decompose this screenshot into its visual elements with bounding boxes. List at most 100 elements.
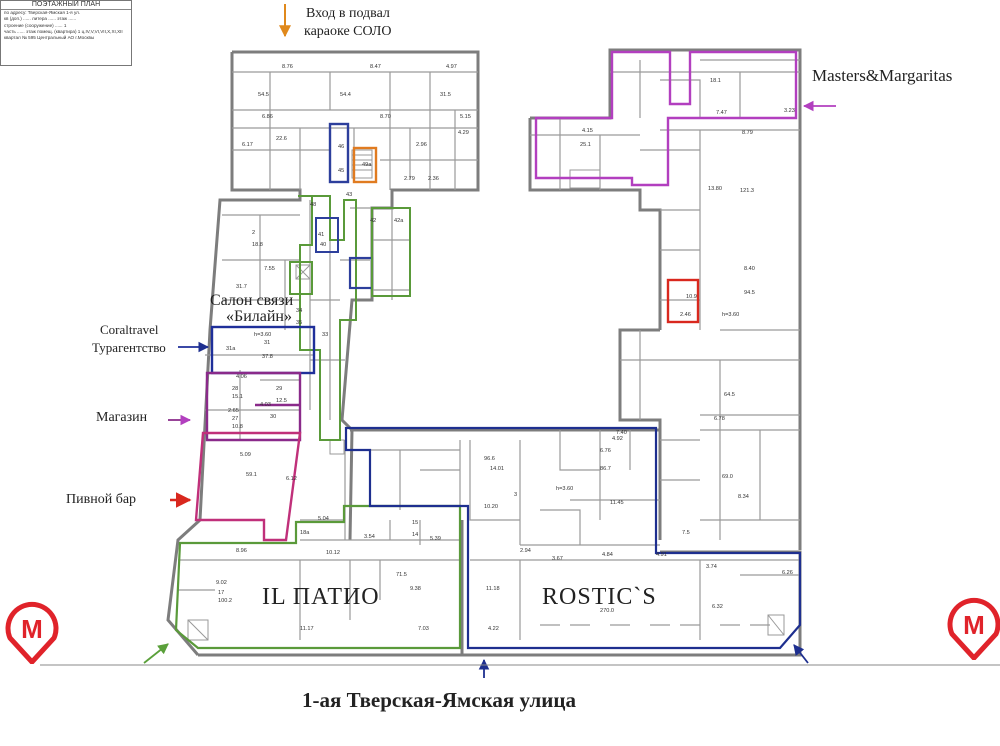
green-corridor-outline <box>298 195 357 441</box>
room-label: 40 <box>320 242 326 248</box>
room-label: 6.76 <box>600 448 611 454</box>
room-label: 42 <box>370 218 376 224</box>
coral-label-line1: Coraltravel <box>100 322 159 337</box>
room-label: 7.03 <box>418 626 429 632</box>
room-label: 2.36 <box>428 176 439 182</box>
room-label: 6.86 <box>262 114 273 120</box>
room-label: 8.76 <box>282 64 293 70</box>
room-label: 4.15 <box>582 128 593 134</box>
shop-label: Магазин <box>96 410 148 425</box>
room-label: 46 <box>338 144 344 150</box>
room-label: 5.09 <box>240 452 251 458</box>
stair-symbols <box>187 149 785 641</box>
room-label: 18a <box>300 530 310 536</box>
metro-logo-right: М <box>947 597 1000 660</box>
room-label: 35 <box>296 320 302 326</box>
room-label: 270.0 <box>600 608 614 614</box>
room-label: 54.4 <box>340 92 351 98</box>
room-label: 15 <box>412 520 418 526</box>
room-label: 5.04 <box>318 516 329 522</box>
room-label: 59.1 <box>246 472 257 478</box>
room-label: 10.8 <box>232 424 243 430</box>
room-label: 2.94 <box>520 548 531 554</box>
room-label: 5.39 <box>430 536 441 542</box>
room-label: 4.03 <box>260 402 271 408</box>
plan-stamp: ПОЭТАЖНЫЙ ПЛАН по адресу: Тверская-Ямска… <box>0 0 132 66</box>
room-label: 2.46 <box>680 312 691 318</box>
room-label: 37.8 <box>262 354 273 360</box>
tenant-green-outline-2 <box>371 207 411 297</box>
room-label: 54.5 <box>258 92 269 98</box>
room-label: 41 <box>318 232 324 238</box>
room-label: 4.29 <box>458 130 469 136</box>
stamp-line: квартал № 595 Центральный АО г.Москвы <box>4 35 95 41</box>
room-label: 12.5 <box>276 398 287 404</box>
room-label: 49a <box>362 162 372 168</box>
room-label: 10.20 <box>484 504 498 510</box>
stamp-line: кв (доп.) ...... литера ...... этаж ....… <box>4 16 77 22</box>
room-label: 10.9 <box>686 294 697 300</box>
room-label: 43 <box>346 192 352 198</box>
room-label: 8.34 <box>738 494 749 500</box>
room-label: 4.97 <box>446 64 457 70</box>
room-label: 3.67 <box>552 556 563 562</box>
room-label: 27 <box>232 416 238 422</box>
stamp-line: строение (сооружение) ...... 1 <box>4 22 67 28</box>
room-label: 9.02 <box>216 580 227 586</box>
rostics-arrow-2 <box>793 644 809 664</box>
room-label: 3.74 <box>706 564 717 570</box>
room-label: 94.5 <box>744 290 755 296</box>
room-label: h=3.60 <box>556 486 573 492</box>
room-label: 11.17 <box>300 626 314 632</box>
room-label: 11.18 <box>486 586 500 592</box>
rostics-label: ROSTIC`S <box>542 584 657 610</box>
room-label: 7.5 <box>682 530 690 536</box>
karaoke-outline <box>352 146 378 184</box>
room-label: 96.6 <box>484 456 495 462</box>
room-label: 8.70 <box>380 114 391 120</box>
room-label: 31a <box>226 346 236 352</box>
room-label: 29 <box>276 386 282 392</box>
beeline-label-line1: Салон связи <box>210 292 294 309</box>
room-label: 33 <box>322 332 328 338</box>
room-label: 3 <box>514 492 517 498</box>
room-label: 2.79 <box>404 176 415 182</box>
stamp-line: по адресу: Тверская-Ямская 1-я ул. <box>4 10 81 16</box>
room-label: 69.0 <box>722 474 733 480</box>
room-label: 4.06 <box>236 374 247 380</box>
room-label: 6.17 <box>242 142 253 148</box>
room-label: 7.47 <box>716 110 727 116</box>
room-label: 30 <box>270 414 276 420</box>
room-label: 4.84 <box>602 552 613 558</box>
il-patio-arrow <box>143 643 169 664</box>
metro-glyph: М <box>21 614 43 644</box>
metro-glyph: М <box>963 610 985 640</box>
basement-entrance-label: Вход в подвал <box>306 6 390 21</box>
beer-bar-outline <box>194 431 302 542</box>
room-label: 14.01 <box>490 466 504 472</box>
street-label: 1-ая Тверская-Ямская улица <box>302 688 577 712</box>
room-label: 31.5 <box>440 92 451 98</box>
beeline-label-line2: «Билайн» <box>226 308 292 325</box>
room-label: 6.32 <box>712 604 723 610</box>
room-label: 34 <box>296 308 302 314</box>
room-label: 18.8 <box>252 242 263 248</box>
room-label: 9.38 <box>410 586 421 592</box>
room-label: 48 <box>310 202 316 208</box>
beer-bar-label: Пивной бар <box>66 492 137 507</box>
room-label: 18.1 <box>710 78 721 84</box>
room-label: 3.23 <box>784 108 795 114</box>
stamp-title: ПОЭТАЖНЫЙ ПЛАН <box>1 1 131 11</box>
room-label: 14 <box>412 532 418 538</box>
room-label: 8.40 <box>744 266 755 272</box>
room-label: 64.5 <box>724 392 735 398</box>
il-patio-label: IL ПАТИО <box>262 584 380 610</box>
room-label: 100.2 <box>218 598 232 604</box>
beeline-tenant-outline-2 <box>348 256 374 290</box>
room-label: 25.1 <box>580 142 591 148</box>
karaoke-label: караоке СОЛО <box>304 24 392 39</box>
room-label: 2 <box>252 230 255 236</box>
room-label: 4.92 <box>612 436 623 442</box>
room-label: 10.12 <box>326 550 340 556</box>
